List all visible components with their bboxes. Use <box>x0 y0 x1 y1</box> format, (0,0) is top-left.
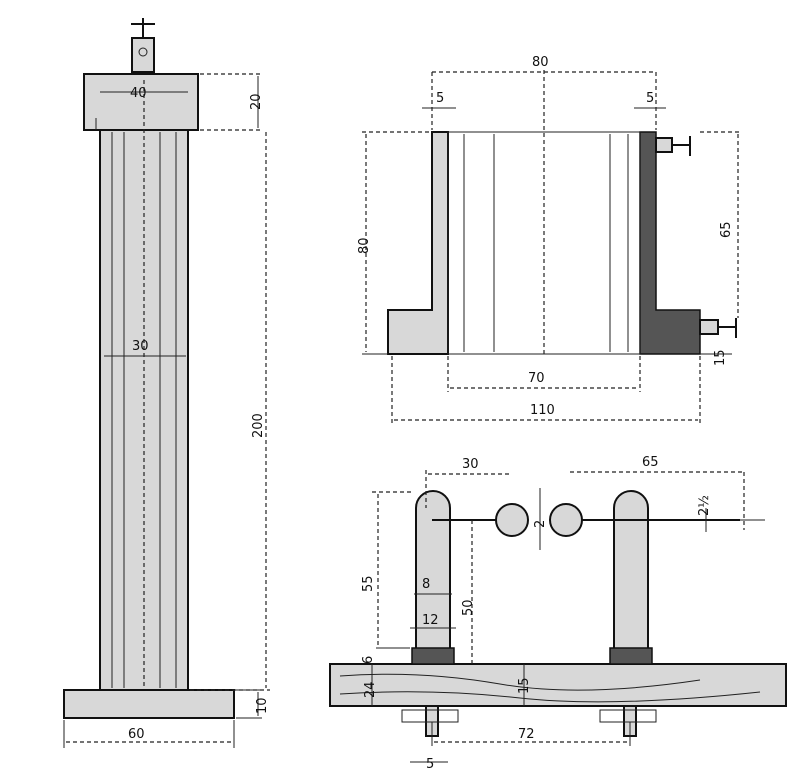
dim-gap-plank-left: 24 <box>363 681 378 698</box>
right-post-collar <box>609 647 653 665</box>
right-nut <box>599 709 657 723</box>
dim-pillar-top-height: 20 <box>249 93 264 110</box>
right-ball <box>549 503 583 537</box>
lower-terminal-icon <box>699 318 737 338</box>
cup-view: 80 5 5 80 65 15 70 110 <box>357 55 742 424</box>
dim-pillar-height: 200 <box>251 413 266 438</box>
cup-wall-left <box>387 131 449 355</box>
top-valve-icon <box>131 18 155 73</box>
dim-gap-span: 65 <box>642 455 659 470</box>
left-nut <box>401 709 459 723</box>
right-post <box>613 490 649 653</box>
dim-cup-top-width: 80 <box>532 55 549 70</box>
dim-pillar-column-width: 30 <box>132 339 149 354</box>
dim-gap-collar-diameter: 12 <box>422 613 439 628</box>
dim-cup-upper-terminal: 65 <box>719 221 734 238</box>
pillar-view: 40 20 30 200 10 60 <box>63 18 270 748</box>
dim-gap-ball-gap: 2 <box>533 520 548 528</box>
dim-pillar-top-width: 40 <box>130 86 147 101</box>
dim-gap-post-distance: 72 <box>518 727 535 742</box>
dim-gap-rod-diameter: 2½ <box>697 495 712 516</box>
left-ball <box>495 503 529 537</box>
dim-cup-wall-right: 5 <box>646 91 654 106</box>
cup-interior <box>447 131 641 355</box>
pillar-base <box>63 689 235 719</box>
dim-gap-nut-height: 6 <box>361 656 376 664</box>
dim-cup-height: 80 <box>357 237 372 254</box>
left-post-collar <box>411 647 455 665</box>
dim-cup-wall-left: 5 <box>436 91 444 106</box>
dim-gap-stud: 5 <box>426 757 434 772</box>
dim-gap-rod-height: 50 <box>461 599 476 616</box>
dim-gap-post-height: 55 <box>361 575 376 592</box>
dim-pillar-base-width: 60 <box>128 727 145 742</box>
dim-gap-spacing: 30 <box>462 457 479 472</box>
cup-wall-right <box>639 131 701 355</box>
dim-cup-inner-width: 70 <box>528 371 545 386</box>
wooden-plank <box>329 663 787 707</box>
spark-gap-view: 30 65 2 2½ 55 8 12 50 6 24 15 72 5 <box>329 455 787 772</box>
dim-cup-base-step: 15 <box>713 349 728 366</box>
dim-pillar-base-height: 10 <box>255 697 270 714</box>
dim-gap-plank-right: 15 <box>517 677 532 694</box>
pillar-cap <box>83 73 199 131</box>
upper-terminal-icon <box>655 136 691 156</box>
left-post <box>415 490 451 653</box>
dim-gap-post-diameter: 8 <box>422 577 430 592</box>
dim-cup-total-width: 110 <box>530 403 555 418</box>
